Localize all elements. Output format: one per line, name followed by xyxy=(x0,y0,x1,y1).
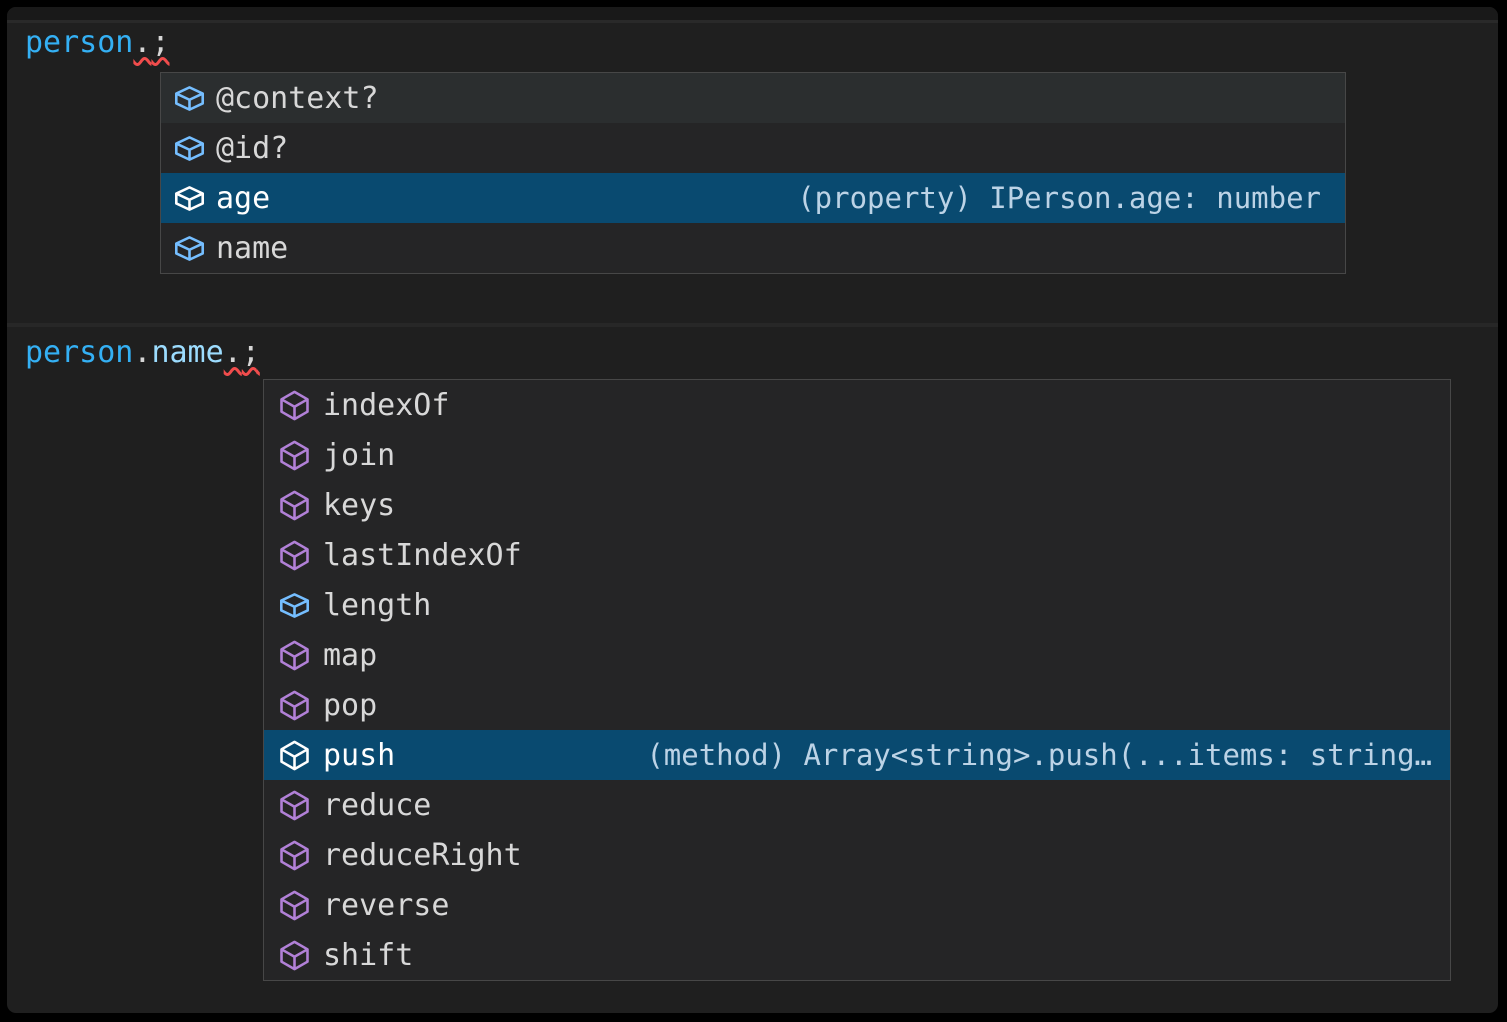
suggestion-label: map xyxy=(323,638,377,673)
symbol-field-icon xyxy=(278,589,311,622)
suggestion-label: length xyxy=(323,588,431,623)
symbol-field-icon xyxy=(173,232,206,265)
suggestion-item[interactable]: pop xyxy=(264,680,1450,730)
symbol-method-icon xyxy=(278,939,311,972)
suggestion-item[interactable]: shift xyxy=(264,930,1450,980)
code-line-1[interactable]: person.; xyxy=(25,23,170,63)
suggestion-label: name xyxy=(216,231,288,266)
suggestion-label: reduce xyxy=(323,788,431,823)
suggest-widget-2: indexOf join keys lastIndexOf length map pop pu… xyxy=(263,379,1451,981)
editor-top-shade xyxy=(7,7,1498,23)
suggestion-label: @context? xyxy=(216,81,379,116)
suggestion-label: join xyxy=(323,438,395,473)
snippet-divider xyxy=(7,323,1498,327)
suggestion-item[interactable]: keys xyxy=(264,480,1450,530)
suggestion-detail: (property) IPerson.age: number xyxy=(767,181,1321,215)
suggestion-item[interactable]: reverse xyxy=(264,880,1450,930)
code-token: ; xyxy=(151,25,169,60)
suggestion-item[interactable]: reduceRight xyxy=(264,830,1450,880)
suggestion-label: push xyxy=(323,738,395,773)
code-token: . xyxy=(133,25,151,60)
suggestion-label: shift xyxy=(323,938,413,973)
suggestion-item[interactable]: name xyxy=(161,223,1345,273)
suggestion-detail: (method) Array<string>.push(...items: st… xyxy=(616,738,1432,772)
code-token: person xyxy=(25,25,133,60)
symbol-method-icon xyxy=(278,489,311,522)
symbol-field-icon xyxy=(173,82,206,115)
suggestion-item[interactable]: @context? xyxy=(161,73,1345,123)
symbol-method-icon xyxy=(278,689,311,722)
code-line-2[interactable]: person.name.; xyxy=(25,333,260,373)
suggestion-item[interactable]: age (property) IPerson.age: number xyxy=(161,173,1345,223)
suggestion-item[interactable]: join xyxy=(264,430,1450,480)
suggestion-item[interactable]: indexOf xyxy=(264,380,1450,430)
suggestion-item[interactable]: lastIndexOf xyxy=(264,530,1450,580)
symbol-field-icon xyxy=(173,132,206,165)
suggest-widget-1: @context? @id? age (property) IPerson.age: … xyxy=(160,72,1346,274)
suggestion-label: pop xyxy=(323,688,377,723)
suggestion-item[interactable]: push (method) Array<string>.push(...items… xyxy=(264,730,1450,780)
symbol-method-icon xyxy=(278,389,311,422)
symbol-method-icon xyxy=(278,789,311,822)
suggestion-label: indexOf xyxy=(323,388,449,423)
symbol-method-icon xyxy=(278,739,311,772)
symbol-field-icon xyxy=(173,182,206,215)
suggestion-item[interactable]: length xyxy=(264,580,1450,630)
symbol-method-icon xyxy=(278,889,311,922)
code-token: name xyxy=(151,335,223,370)
suggestion-label: age xyxy=(216,181,270,216)
code-token: person xyxy=(25,335,133,370)
suggestion-item[interactable]: map xyxy=(264,630,1450,680)
suggestion-label: keys xyxy=(323,488,395,523)
suggestion-label: reverse xyxy=(323,888,449,923)
code-token: . xyxy=(224,335,242,370)
symbol-method-icon xyxy=(278,839,311,872)
suggestion-label: lastIndexOf xyxy=(323,538,522,573)
code-token: . xyxy=(133,335,151,370)
suggestion-item[interactable]: reduce xyxy=(264,780,1450,830)
suggestion-label: @id? xyxy=(216,131,288,166)
suggestion-label: reduceRight xyxy=(323,838,522,873)
suggestion-item[interactable]: @id? xyxy=(161,123,1345,173)
code-token: ; xyxy=(242,335,260,370)
symbol-method-icon xyxy=(278,539,311,572)
code-editor[interactable]: person.; @context? @id? age (property) IPer… xyxy=(7,7,1498,1013)
symbol-method-icon xyxy=(278,639,311,672)
symbol-method-icon xyxy=(278,439,311,472)
